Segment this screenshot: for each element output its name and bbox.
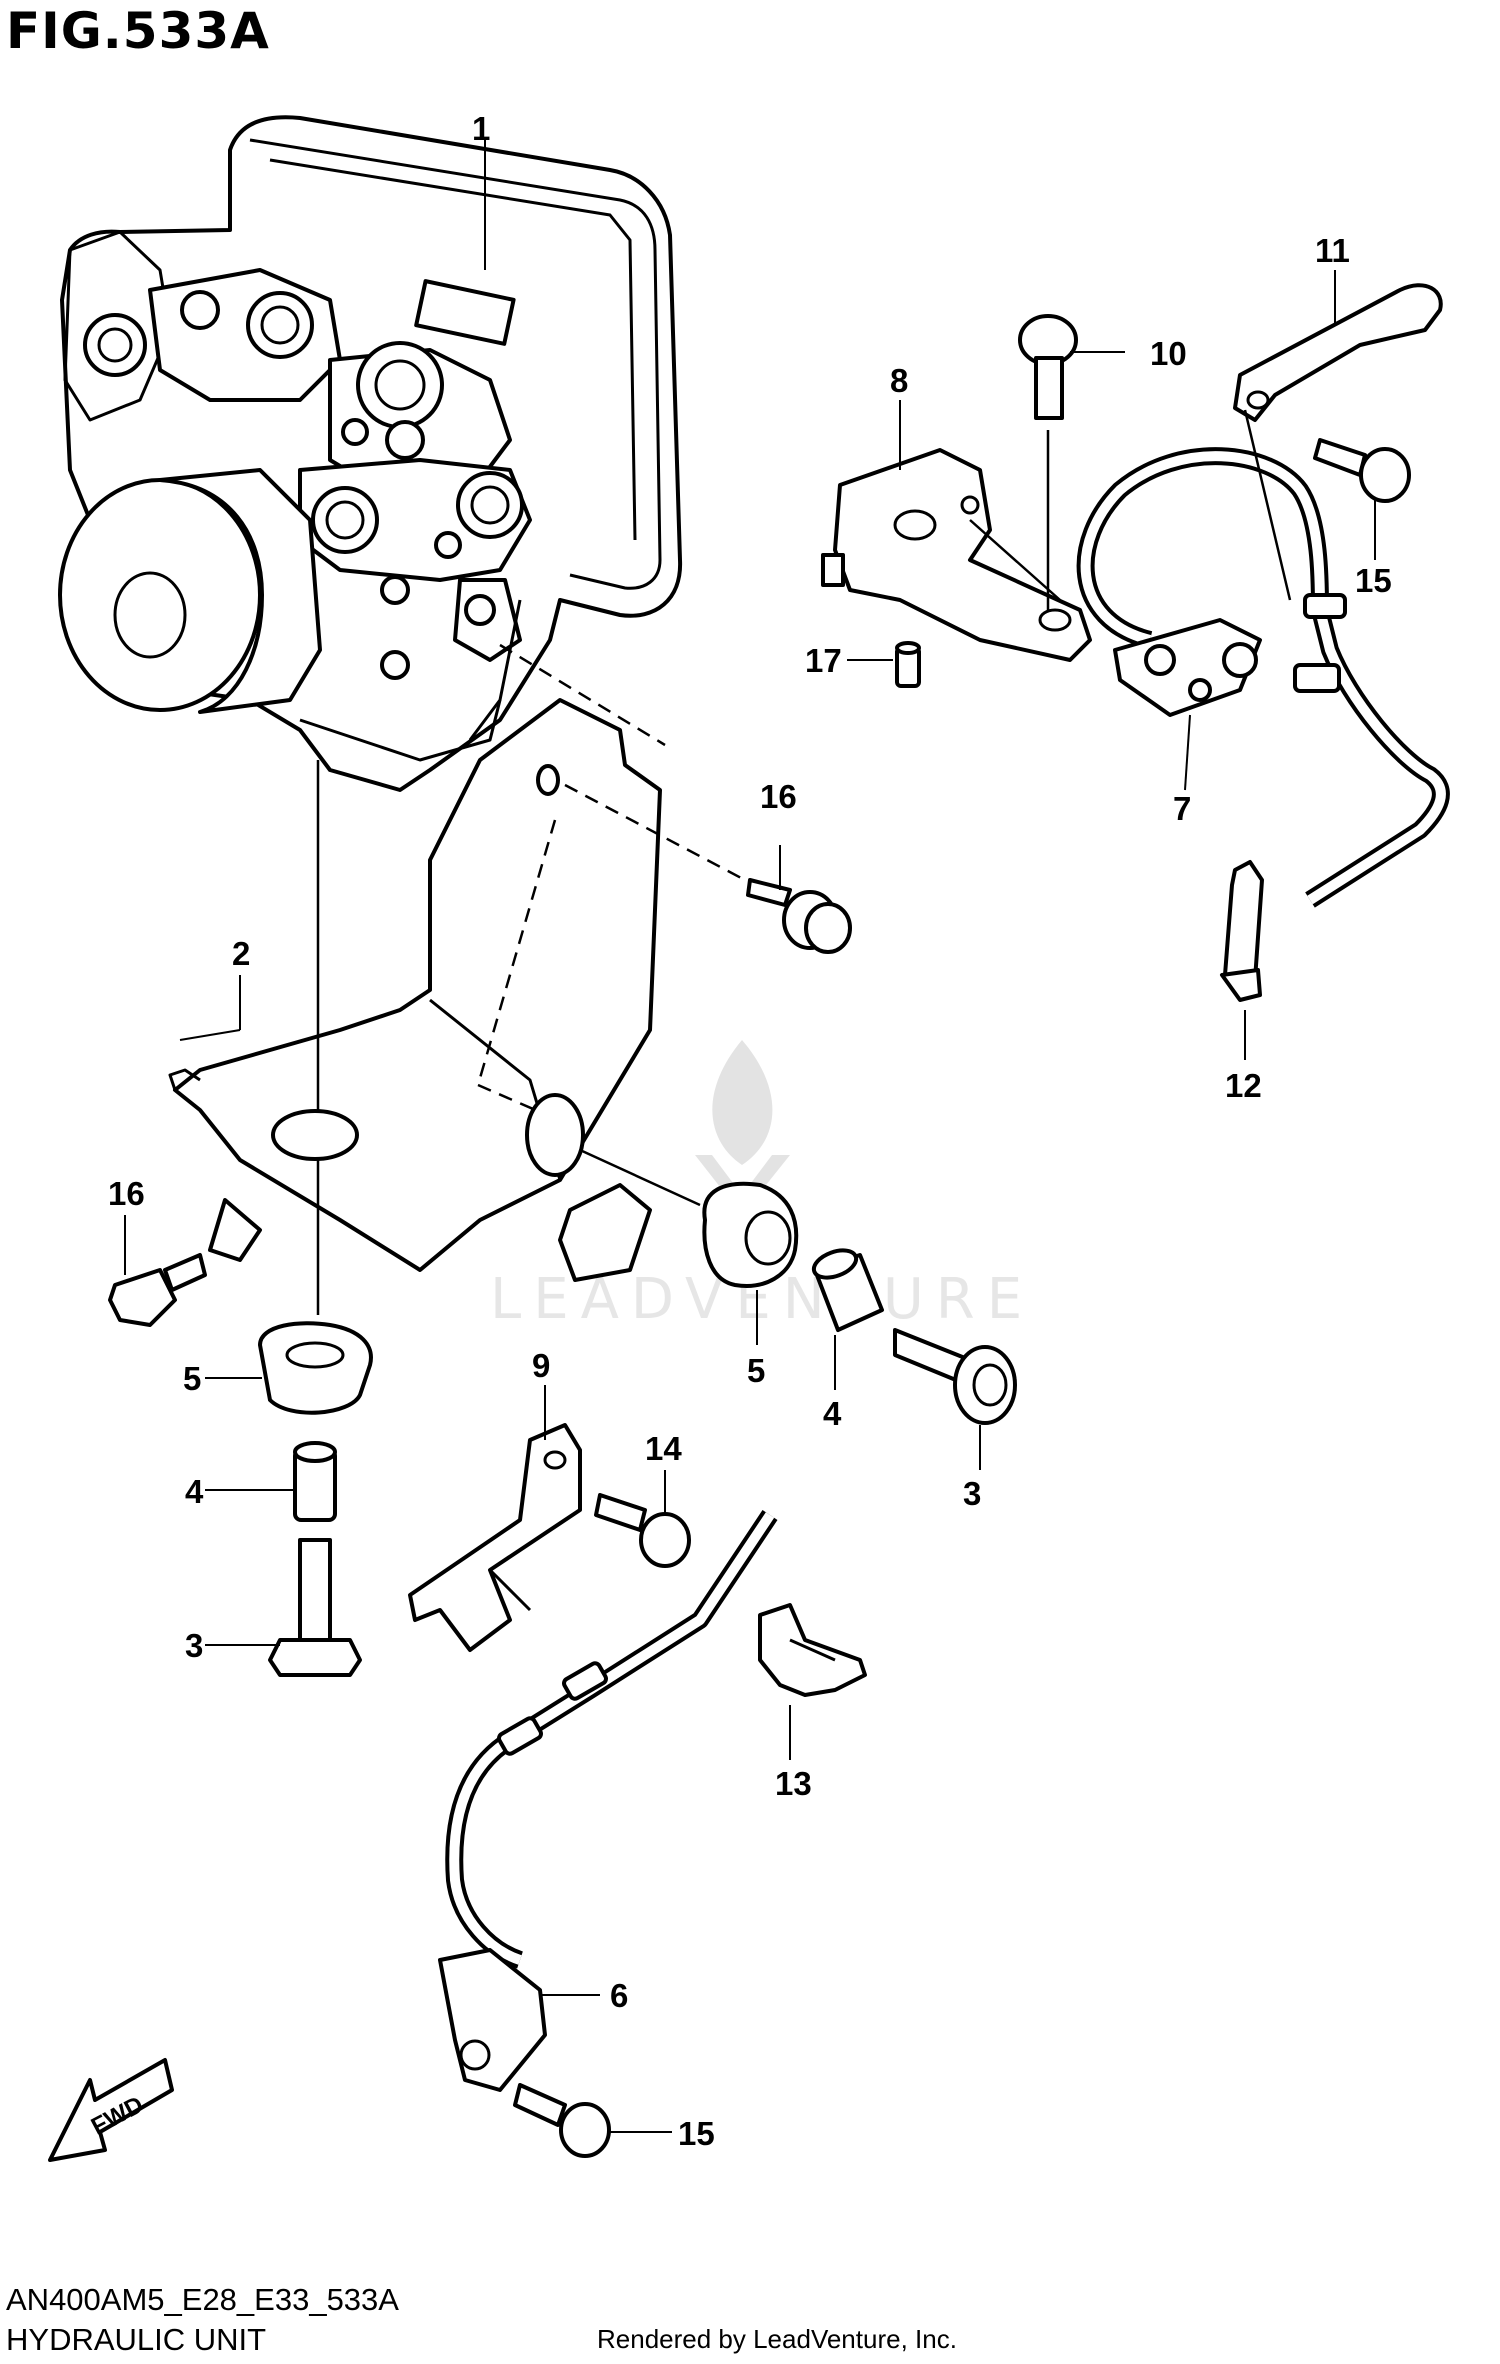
bolt-15-top[interactable] — [1313, 438, 1411, 503]
bolt-16-left[interactable] — [108, 1253, 207, 1327]
bracket-8[interactable] — [821, 448, 1092, 662]
grommet-right[interactable] — [702, 1181, 799, 1288]
clip-12[interactable] — [1220, 860, 1264, 1002]
bracket[interactable] — [168, 698, 662, 1282]
callout-8: 8 — [890, 362, 908, 399]
render-credit: Rendered by LeadVenture, Inc. — [597, 2324, 957, 2354]
fwd-arrow: FWD — [48, 2058, 174, 2162]
figure-code: AN400AM5_E28_E33_533A — [6, 2282, 399, 2317]
grommet-left[interactable] — [258, 1321, 373, 1415]
callout-11: 11 — [1315, 232, 1350, 269]
hydraulic-unit[interactable] — [58, 115, 683, 792]
bolt-10[interactable] — [1018, 314, 1078, 420]
hose-7[interactable] — [1076, 447, 1450, 908]
callout-6: 6 — [610, 1977, 628, 2014]
callout-16-left: 16 — [108, 1175, 145, 1212]
bolt-16-right[interactable] — [746, 878, 852, 954]
figure-name: HYDRAULIC UNIT — [6, 2322, 267, 2357]
callout-2: 2 — [232, 935, 250, 972]
callout-17: 17 — [805, 642, 842, 679]
bolt-left[interactable] — [268, 1538, 362, 1677]
callout-15-bottom: 15 — [678, 2115, 715, 2152]
callout-16-right: 16 — [760, 778, 797, 815]
callout-7: 7 — [1173, 790, 1191, 827]
clamp-11[interactable] — [1233, 283, 1443, 422]
callout-9: 9 — [532, 1347, 550, 1384]
cable-6[interactable] — [438, 1510, 778, 2092]
bolt-15-bottom[interactable] — [513, 2083, 611, 2158]
callout-5-right: 5 — [747, 1352, 765, 1389]
figure-title: FIG.533A — [6, 2, 270, 60]
callout-14: 14 — [645, 1430, 682, 1467]
callout-1: 1 — [472, 110, 490, 147]
leader-lines — [124, 140, 1376, 2133]
bracket-9[interactable] — [408, 1423, 582, 1652]
collar-right[interactable] — [810, 1245, 884, 1332]
collar-left[interactable] — [293, 1441, 337, 1522]
pin-17[interactable] — [895, 641, 921, 688]
callout-3-left: 3 — [185, 1627, 203, 1664]
bolt-right[interactable] — [893, 1328, 1017, 1425]
callouts: 1 11 10 8 15 17 7 16 2 12 16 5 9 14 5 4 … — [108, 110, 1392, 2152]
clip-13[interactable] — [758, 1603, 867, 1697]
callout-4-left: 4 — [185, 1473, 204, 1510]
bolt-14[interactable] — [594, 1493, 691, 1568]
callout-4-right: 4 — [823, 1395, 842, 1432]
callout-10: 10 — [1150, 335, 1187, 372]
callout-3-right: 3 — [963, 1475, 981, 1512]
callout-13: 13 — [775, 1765, 812, 1802]
callout-15-top: 15 — [1355, 562, 1392, 599]
callout-5-left: 5 — [183, 1360, 201, 1397]
callout-12: 12 — [1225, 1067, 1262, 1104]
